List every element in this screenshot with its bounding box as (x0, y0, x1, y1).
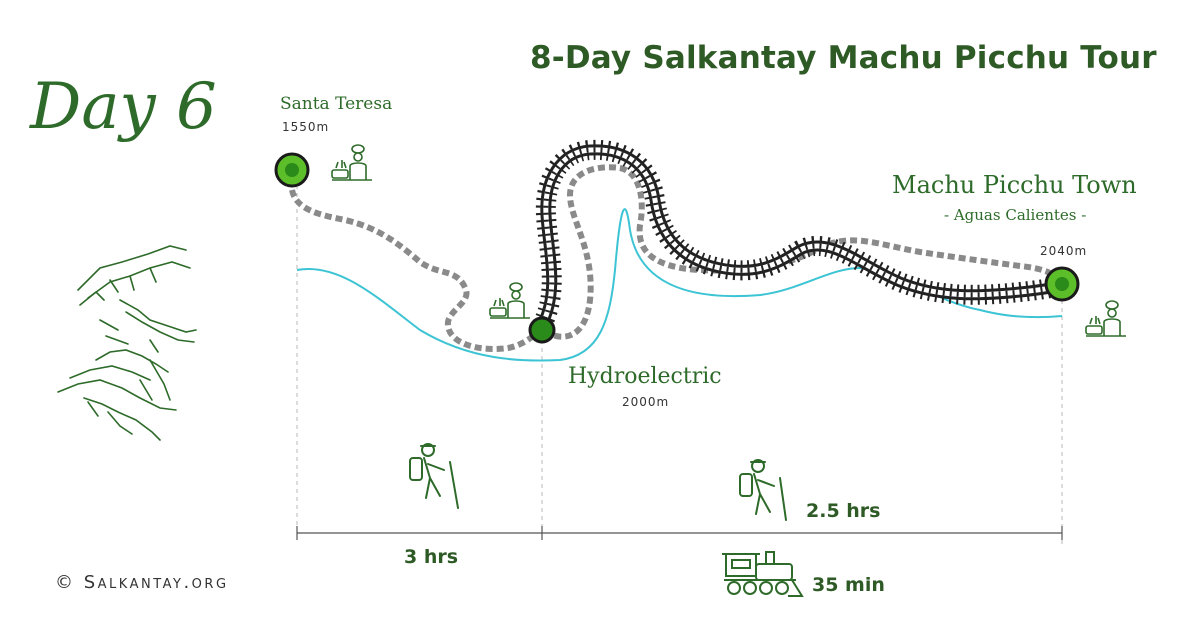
location-subtitle-aguas-calientes: - Aguas Calientes - (944, 206, 1087, 224)
day-label: Day 6 (30, 70, 217, 144)
chef-icon (489, 282, 530, 319)
location-name-santa-teresa: Santa Teresa (280, 94, 393, 114)
duration-hike-1: 3 hrs (404, 546, 459, 568)
guide-lines (296, 185, 1063, 545)
chef-icon (331, 144, 372, 181)
duration-train: 35 min (812, 574, 885, 596)
hiker-icon (739, 459, 787, 521)
hiker-icon (409, 443, 459, 509)
duration-hike-2: 2.5 hrs (806, 500, 881, 522)
page-title: 8-Day Salkantay Machu Picchu Tour (530, 40, 1157, 76)
river-line (296, 208, 1063, 362)
mountain-sketch-icon (57, 245, 197, 441)
rail-inner (539, 147, 1061, 327)
node-santa-teresa (274, 152, 310, 188)
node-hydroelectric (528, 316, 556, 344)
node-machu-picchu-town (1044, 266, 1080, 302)
elevation-santa-teresa: 1550m (282, 120, 330, 134)
elevation-machu-picchu-town: 2040m (1040, 244, 1088, 258)
location-name-hydroelectric: Hydroelectric (568, 364, 722, 389)
location-name-machu-picchu-town: Machu Picchu Town (892, 171, 1137, 199)
trail-path-2 (542, 164, 1063, 340)
train-icon (722, 551, 804, 597)
trail-path-1 (289, 189, 545, 352)
elevation-hydroelectric: 2000m (622, 395, 670, 409)
timeline (296, 526, 1063, 540)
copyright-text: © Salkantay.org (55, 572, 229, 593)
chef-icon (1085, 300, 1126, 337)
